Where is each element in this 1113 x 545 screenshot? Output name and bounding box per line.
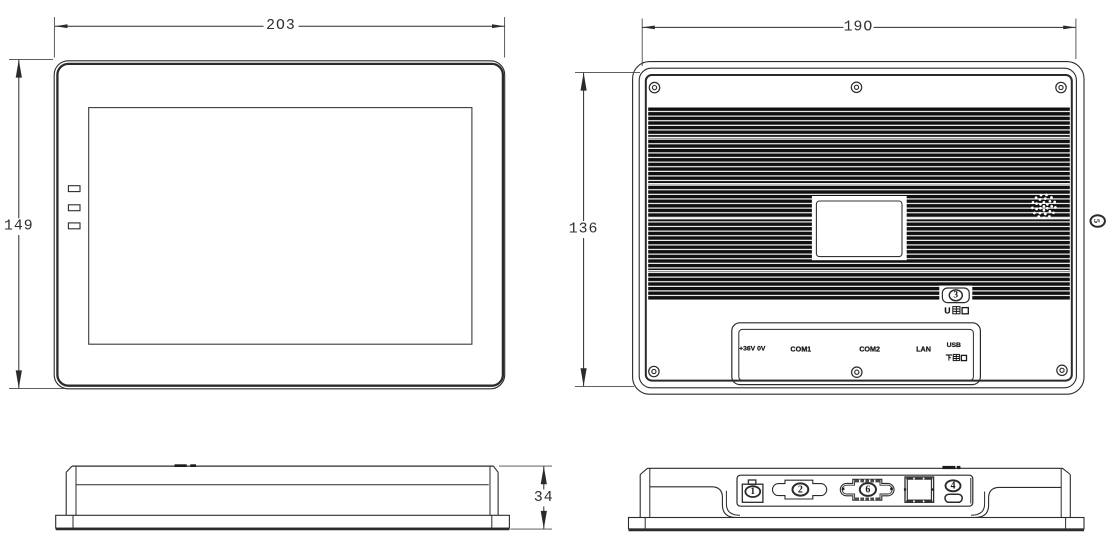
svg-text:U: U: [944, 305, 950, 315]
svg-text:34: 34: [534, 490, 554, 506]
svg-text:19O: 19O: [844, 19, 874, 35]
svg-text:149: 149: [4, 219, 34, 235]
svg-text:COM2: COM2: [859, 344, 880, 353]
svg-text:COM1: COM1: [790, 344, 811, 353]
svg-text:2: 2: [798, 484, 803, 495]
svg-text:4: 4: [951, 481, 956, 492]
svg-text:136: 136: [569, 222, 599, 238]
svg-text:USB: USB: [947, 342, 961, 349]
svg-text:3: 3: [953, 291, 958, 301]
svg-text:5: 5: [1092, 219, 1102, 223]
svg-text:+36V 0V: +36V 0V: [739, 345, 766, 352]
svg-text:2O3: 2O3: [266, 18, 296, 34]
svg-text:6: 6: [865, 484, 870, 495]
svg-text:LAN: LAN: [916, 344, 931, 353]
svg-text:1: 1: [750, 487, 755, 497]
